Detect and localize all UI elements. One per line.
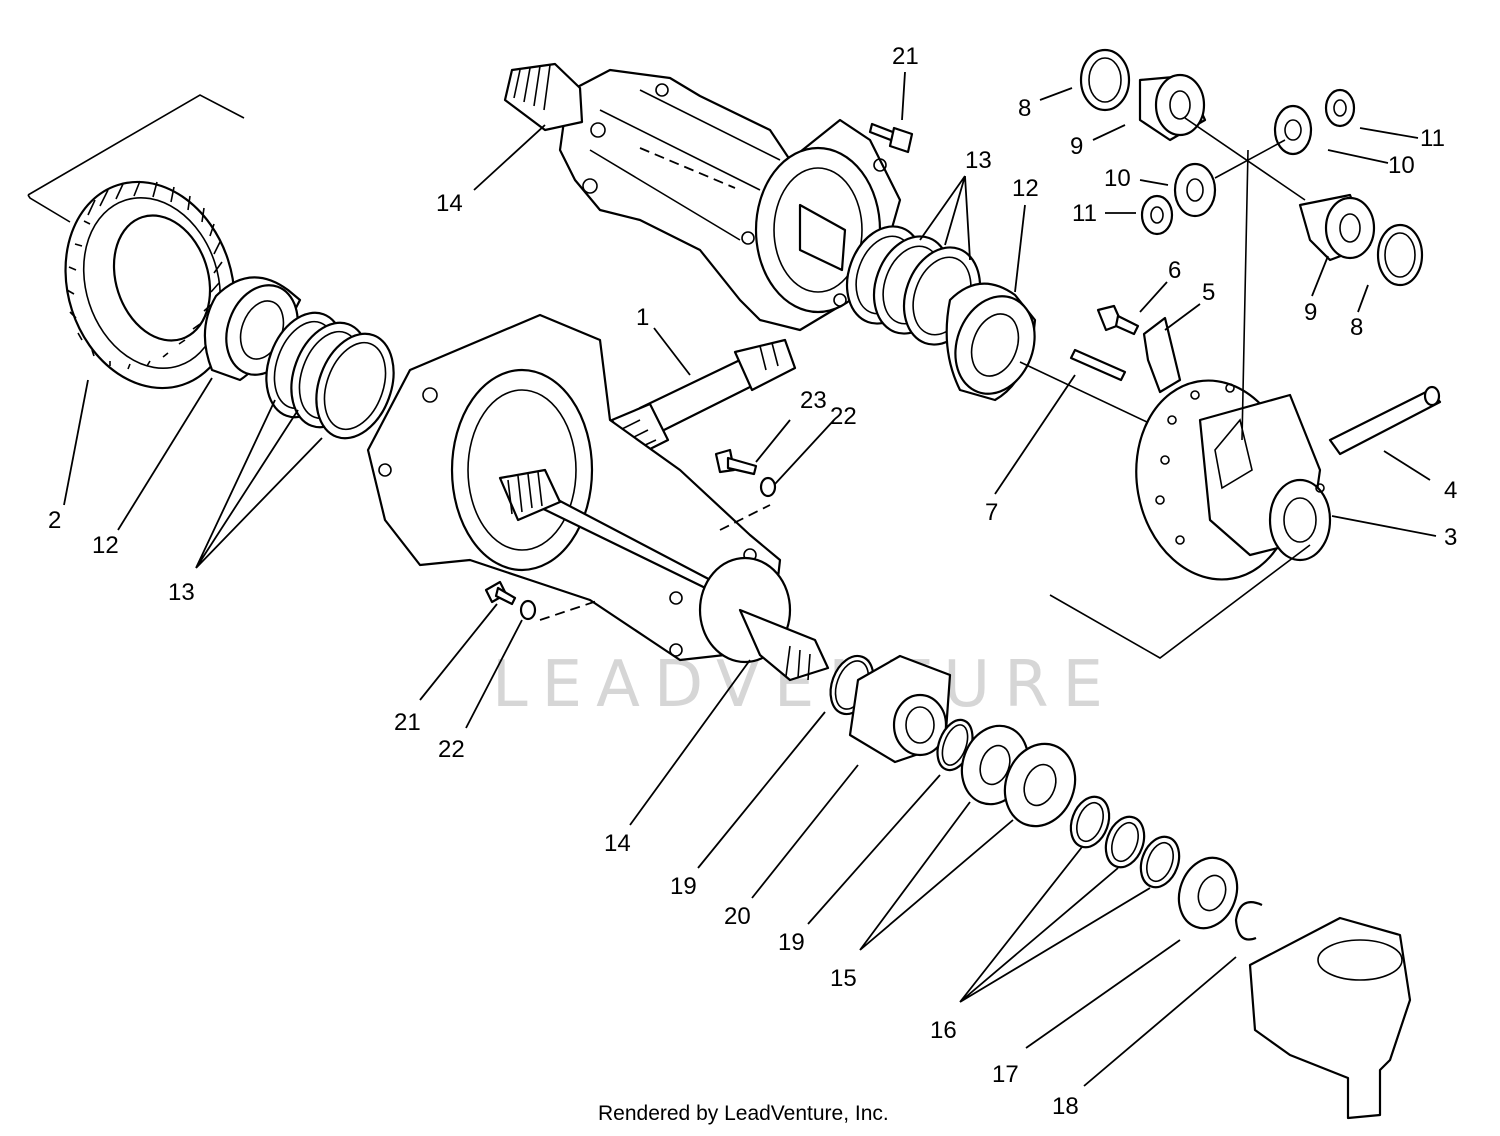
callout-1: 1 — [636, 304, 649, 331]
pinion-shaft[interactable] — [610, 338, 797, 460]
bearing-upper[interactable] — [942, 282, 1048, 405]
gear-case-cover[interactable] — [1248, 916, 1412, 1120]
callout-10-left: 10 — [1104, 165, 1131, 192]
callout-6: 6 — [1168, 257, 1181, 284]
bolt-lower[interactable] — [484, 580, 517, 606]
callout-22-lower: 22 — [438, 736, 465, 763]
bolt-upper[interactable] — [868, 122, 914, 154]
side-gear-9-lower[interactable] — [1298, 193, 1376, 262]
bevel-gear-17[interactable] — [1169, 850, 1246, 937]
hidden-line-upper — [639, 147, 736, 189]
credit-line: Rendered by LeadVenture, Inc. — [598, 1102, 889, 1125]
callout-16: 16 — [930, 1017, 957, 1044]
roll-pin[interactable] — [1069, 348, 1127, 382]
assembly-bracket-left — [27, 94, 245, 223]
washer-11-right[interactable] — [1324, 88, 1356, 128]
callout-18: 18 — [1052, 1093, 1079, 1120]
callout-labels: 2 12 13 14 21 13 12 8 9 10 11 11 10 9 8 … — [48, 43, 1457, 1120]
callout-14-lower: 14 — [604, 830, 631, 857]
callout-8-upper: 8 — [1018, 95, 1031, 122]
callout-19-right: 19 — [778, 929, 805, 956]
washer-11-left[interactable] — [1140, 194, 1174, 236]
callout-21-lower: 21 — [394, 709, 421, 736]
pinion-gear-10-right[interactable] — [1273, 104, 1313, 156]
callout-9-upper: 9 — [1070, 133, 1083, 160]
lock-plate[interactable] — [1142, 316, 1182, 394]
assembly-bracket-right — [1049, 544, 1311, 659]
callout-13-upper: 13 — [965, 147, 992, 174]
callout-13-left: 13 — [168, 579, 195, 606]
pinion-gear-10-left[interactable] — [1173, 162, 1217, 218]
snap-ring-18[interactable] — [1234, 901, 1263, 941]
washer-22[interactable] — [759, 476, 777, 498]
cross-shaft[interactable] — [1328, 385, 1442, 456]
callout-9-lower: 9 — [1304, 299, 1317, 326]
callout-20: 20 — [724, 903, 751, 930]
callout-14-upper: 14 — [436, 190, 463, 217]
washer-lower[interactable] — [519, 599, 537, 621]
shim-set-upper[interactable] — [834, 216, 993, 356]
bolt-6[interactable] — [1096, 304, 1140, 336]
callout-4: 4 — [1444, 477, 1457, 504]
axle-housing-lower[interactable] — [366, 313, 830, 682]
leader-lines — [63, 71, 1437, 1087]
hidden-line-lower — [539, 504, 771, 621]
callout-21-upper: 21 — [892, 43, 919, 70]
bearing-15[interactable] — [951, 716, 1086, 836]
callout-11-left: 11 — [1072, 200, 1097, 227]
callout-23: 23 — [800, 387, 827, 414]
callout-7: 7 — [985, 499, 998, 526]
shim-set-16[interactable] — [1064, 791, 1186, 892]
gear-axis-lines — [1184, 117, 1306, 441]
callout-17: 17 — [992, 1061, 1019, 1088]
callout-5: 5 — [1202, 279, 1215, 306]
callout-12-upper: 12 — [1012, 175, 1039, 202]
bolt-23[interactable] — [714, 448, 758, 476]
washer-8-upper[interactable] — [1079, 48, 1131, 112]
callout-10-right: 10 — [1388, 152, 1415, 179]
side-gear-9-upper[interactable] — [1138, 73, 1207, 142]
callout-2: 2 — [48, 507, 61, 534]
shim-set-left[interactable] — [253, 302, 408, 449]
bearing-left[interactable] — [203, 275, 310, 385]
ring-gear[interactable] — [40, 160, 261, 410]
callout-22-upper: 22 — [830, 403, 857, 430]
callout-19-left: 19 — [670, 873, 697, 900]
differential-carrier[interactable] — [1121, 368, 1332, 592]
callout-8-lower: 8 — [1350, 314, 1363, 341]
callout-15: 15 — [830, 965, 857, 992]
callout-3: 3 — [1444, 524, 1457, 551]
washer-8-lower[interactable] — [1376, 223, 1424, 287]
callout-11-right: 11 — [1420, 125, 1445, 152]
axle-housing-upper[interactable] — [503, 62, 902, 332]
callout-12-left: 12 — [92, 532, 119, 559]
